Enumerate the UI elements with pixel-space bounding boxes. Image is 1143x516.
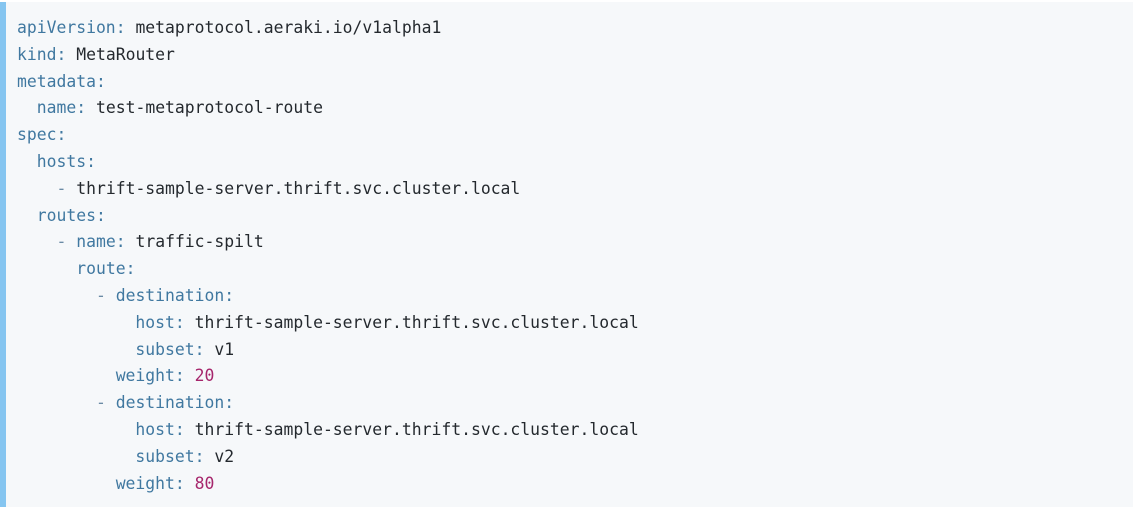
code-token-str: thrift-sample-server.thrift.svc.cluster.… xyxy=(194,419,639,439)
code-token-space xyxy=(106,393,116,412)
code-line: route: xyxy=(17,256,1133,283)
code-token-space xyxy=(126,18,136,37)
code-token-key: weight xyxy=(115,366,175,386)
code-line: spec: xyxy=(17,122,1133,149)
code-indent xyxy=(17,340,135,359)
code-token-space xyxy=(66,45,76,64)
code-line: weight: 20 xyxy=(17,363,1133,390)
code-token-punct: : xyxy=(174,419,185,439)
code-token-punct: : xyxy=(224,393,235,413)
code-indent xyxy=(17,259,76,278)
code-token-num: 80 xyxy=(194,473,215,493)
code-token-punct: : xyxy=(125,259,136,279)
code-indent xyxy=(17,286,96,305)
code-token-str: thrift-sample-server.thrift.svc.cluster.… xyxy=(76,178,521,198)
code-token-punct: : xyxy=(115,18,126,37)
code-token-space xyxy=(106,286,116,305)
code-token-punct: : xyxy=(224,285,235,305)
code-token-space xyxy=(205,340,215,359)
code-line: - name: traffic-spilt xyxy=(17,229,1133,256)
code-token-space xyxy=(185,474,195,493)
code-line: host: thrift-sample-server.thrift.svc.cl… xyxy=(17,310,1133,337)
code-token-str: metaprotocol.aeraki.io/v1alpha1 xyxy=(135,18,442,37)
code-indent xyxy=(17,366,116,385)
code-token-space xyxy=(86,98,96,117)
code-token-key: metadata xyxy=(17,71,96,91)
code-line: metadata: xyxy=(17,69,1133,96)
code-token-punct: : xyxy=(194,339,205,359)
code-indent xyxy=(17,474,116,493)
yaml-code-block: apiVersion: metaprotocol.aeraki.io/v1alp… xyxy=(0,2,1133,507)
code-line: subset: v1 xyxy=(17,337,1133,364)
code-token-dash: - xyxy=(95,393,106,413)
code-token-key: subset xyxy=(135,446,195,466)
code-token-str: MetaRouter xyxy=(76,44,175,64)
code-token-space xyxy=(66,179,76,198)
code-token-dash: - xyxy=(95,285,106,305)
code-token-space xyxy=(185,366,195,385)
code-token-space xyxy=(66,232,76,251)
code-token-str: v2 xyxy=(214,446,235,466)
code-indent xyxy=(17,447,135,466)
code-token-space xyxy=(126,232,136,251)
code-line: kind: MetaRouter xyxy=(17,42,1133,69)
code-token-punct: : xyxy=(56,125,67,145)
code-token-key: hosts xyxy=(36,151,87,171)
code-token-punct: : xyxy=(174,473,185,493)
code-line: - destination: xyxy=(17,283,1133,310)
code-line: routes: xyxy=(17,203,1133,230)
code-indent xyxy=(17,98,37,117)
code-token-punct: : xyxy=(115,232,126,252)
code-token-key: routes xyxy=(36,205,96,225)
code-token-key: spec xyxy=(17,125,57,145)
code-token-space xyxy=(185,313,195,332)
code-token-key: host xyxy=(135,312,175,332)
code-indent xyxy=(17,232,56,251)
code-indent xyxy=(17,393,96,412)
code-token-punct: : xyxy=(56,44,67,64)
code-token-num: 20 xyxy=(194,366,215,386)
code-line: subset: v2 xyxy=(17,444,1133,471)
code-token-key: apiVersion xyxy=(17,18,116,37)
code-line: apiVersion: metaprotocol.aeraki.io/v1alp… xyxy=(17,15,1133,42)
code-line: hosts: xyxy=(17,149,1133,176)
code-token-key: route xyxy=(76,259,126,279)
code-token-punct: : xyxy=(95,205,106,225)
code-token-str: test-metaprotocol-route xyxy=(95,98,323,118)
code-token-punct: : xyxy=(76,98,87,118)
code-line: - destination: xyxy=(17,390,1133,417)
code-token-space xyxy=(205,447,215,466)
code-line: name: test-metaprotocol-route xyxy=(17,95,1133,122)
code-token-key: kind xyxy=(17,44,57,64)
code-token-key: host xyxy=(135,419,175,439)
code-indent xyxy=(17,420,135,439)
code-token-str: traffic-spilt xyxy=(135,232,264,252)
code-line: weight: 80 xyxy=(17,471,1133,498)
code-token-str: thrift-sample-server.thrift.svc.cluster.… xyxy=(194,312,639,332)
code-token-key: name xyxy=(76,232,116,252)
code-token-key: name xyxy=(36,98,77,118)
code-indent xyxy=(17,206,37,225)
code-token-dash: - xyxy=(56,232,67,252)
code-indent xyxy=(17,179,56,198)
code-token-punct: : xyxy=(95,71,106,91)
code-token-punct: : xyxy=(174,312,185,332)
code-line-list: apiVersion: metaprotocol.aeraki.io/v1alp… xyxy=(17,15,1133,497)
code-token-punct: : xyxy=(194,446,205,466)
code-token-space xyxy=(185,420,195,439)
code-line: - thrift-sample-server.thrift.svc.cluste… xyxy=(17,176,1133,203)
code-token-key: weight xyxy=(115,473,175,493)
code-line: host: thrift-sample-server.thrift.svc.cl… xyxy=(17,417,1133,444)
code-token-dash: - xyxy=(56,178,67,198)
code-token-str: v1 xyxy=(214,339,235,359)
code-token-punct: : xyxy=(174,366,185,386)
code-token-punct: : xyxy=(86,151,96,171)
code-token-key: destination xyxy=(115,285,225,305)
code-token-key: destination xyxy=(115,393,225,413)
code-token-key: subset xyxy=(135,339,195,359)
code-indent xyxy=(17,313,135,332)
code-indent xyxy=(17,152,37,171)
